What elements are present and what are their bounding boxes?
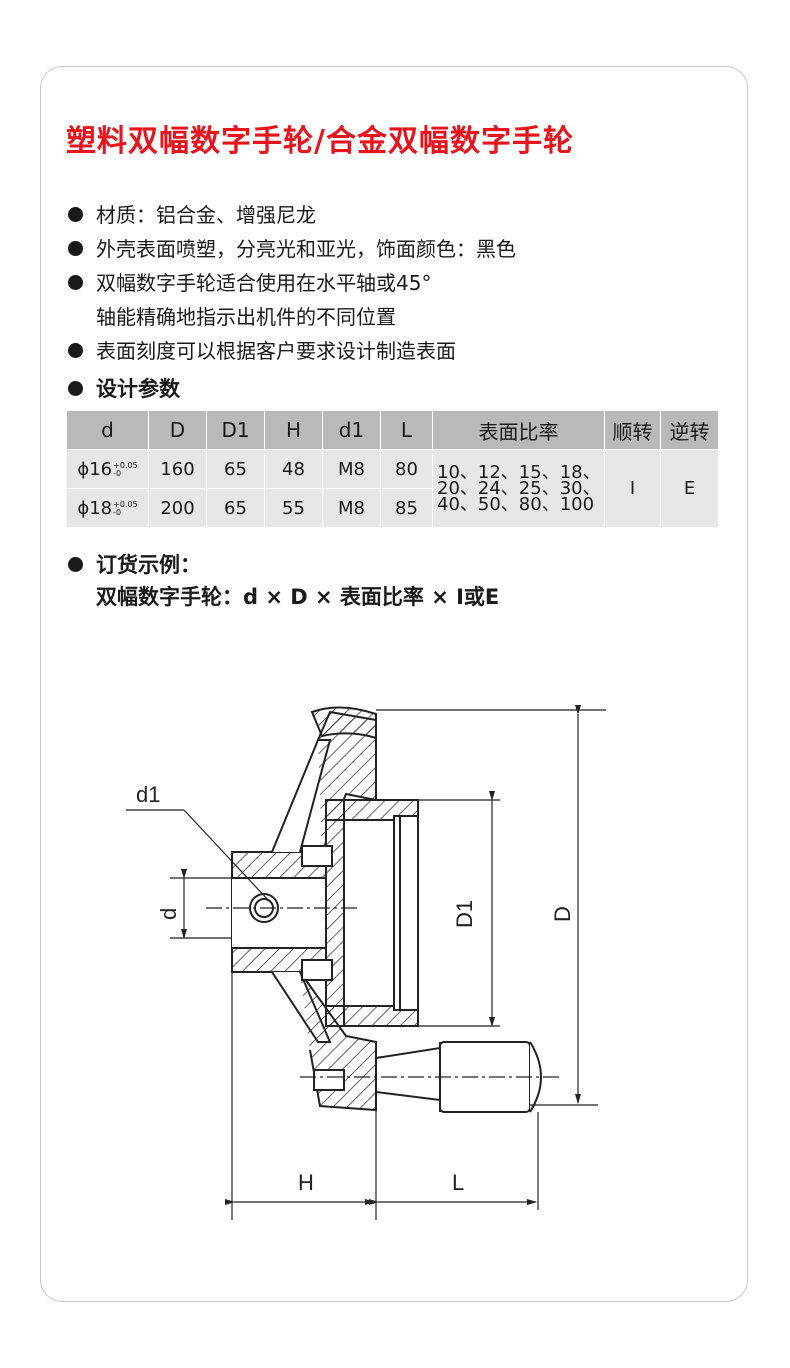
tolerance-lower: -0 — [113, 468, 122, 478]
order-heading: 订货示例： — [96, 553, 201, 577]
ratio-line: 40、50、80、100 — [437, 493, 595, 515]
col-header-cw: 顺转 — [604, 410, 661, 450]
col-header-ccw: 逆转 — [660, 410, 719, 450]
bullet-dot-icon — [68, 275, 83, 290]
table-row: ϕ16+0.05-0 160 65 48 M8 80 10、12、15、18、 … — [66, 449, 719, 528]
feature-item: 材质：铝合金、增强尼龙 — [66, 198, 706, 232]
feature-text-continued: 轴能精确地指示出机件的不同位置 — [96, 305, 396, 329]
label-d1: d1 — [136, 782, 160, 807]
d-value: ϕ16 — [77, 458, 113, 480]
label-d: d — [156, 908, 181, 920]
col-header-D1: D1 — [206, 410, 265, 450]
params-heading: 设计参数 — [66, 374, 180, 404]
tolerance-lower: -0 — [113, 507, 122, 517]
drawing-labels: d1 d D1 D H L — [136, 782, 575, 1195]
technical-drawing: d1 d D1 D H L — [126, 705, 606, 1220]
bullet-dot-icon — [68, 557, 83, 572]
cell-D: 200 — [148, 488, 207, 528]
params-table: d D D1 H d1 L 表面比率 顺转 逆转 ϕ16+0.05-0 160 … — [66, 410, 719, 528]
col-header-ratio: 表面比率 — [432, 410, 605, 450]
cell-d1: M8 — [322, 488, 381, 528]
cell-D: 160 — [148, 449, 207, 489]
cell-d: ϕ16+0.05-0 — [66, 449, 149, 489]
dimension-lines — [126, 705, 606, 1220]
col-header-D: D — [148, 410, 207, 450]
label-L: L — [452, 1170, 464, 1195]
cell-ratio: 10、12、15、18、 20、24、25、30、 40、50、80、100 — [432, 449, 605, 528]
feature-text: 外壳表面喷塑，分亮光和亚光，饰面颜色：黑色 — [96, 237, 516, 261]
feature-text: 材质：铝合金、增强尼龙 — [96, 203, 316, 227]
table-row: ϕ18+0.05-0 200 65 55 M8 85 — [66, 488, 719, 528]
cell-L: 85 — [380, 488, 433, 528]
cell-D1: 65 — [206, 488, 265, 528]
content-card — [40, 66, 748, 1302]
cell-ccw: E — [660, 449, 719, 528]
feature-text: 表面刻度可以根据客户要求设计制造表面 — [96, 339, 456, 363]
label-H: H — [298, 1170, 314, 1195]
feature-item: 双幅数字手轮适合使用在水平轴或45° 轴能精确地指示出机件的不同位置 — [66, 266, 706, 334]
page-title: 塑料双幅数字手轮/合金双幅数字手轮 — [66, 124, 574, 159]
params-heading-text: 设计参数 — [96, 377, 180, 401]
cell-H: 48 — [264, 449, 323, 489]
order-example: 订货示例： 双幅数字手轮：d × D × 表面比率 × I或E — [66, 550, 499, 612]
cell-H: 55 — [264, 488, 323, 528]
col-header-d: d — [66, 410, 149, 450]
cell-L: 80 — [380, 449, 433, 489]
tolerance-upper: +0.05 — [113, 460, 138, 470]
ratio-line: 10、12、15、18、 — [437, 461, 601, 483]
label-D1: D1 — [452, 900, 477, 928]
bullet-dot-icon — [68, 207, 83, 222]
bullet-dot-icon — [68, 241, 83, 256]
tolerance: +0.05-0 — [113, 499, 138, 517]
order-format: 双幅数字手轮：d × D × 表面比率 × I或E — [96, 585, 500, 609]
feature-item: 表面刻度可以根据客户要求设计制造表面 — [66, 334, 706, 368]
tolerance-upper: +0.05 — [113, 499, 138, 509]
cell-cw: I — [604, 449, 661, 528]
feature-text: 双幅数字手轮适合使用在水平轴或45° — [96, 271, 432, 295]
handwheel-outline — [231, 706, 542, 1113]
bullet-dot-icon — [68, 343, 83, 358]
col-header-L: L — [380, 410, 433, 450]
cell-d1: M8 — [322, 449, 381, 489]
col-header-H: H — [264, 410, 323, 450]
cell-D1: 65 — [206, 449, 265, 489]
tolerance: +0.05-0 — [113, 460, 138, 478]
feature-list: 材质：铝合金、增强尼龙 外壳表面喷塑，分亮光和亚光，饰面颜色：黑色 双幅数字手轮… — [66, 198, 706, 368]
col-header-d1: d1 — [322, 410, 381, 450]
table-header-row: d D D1 H d1 L 表面比率 顺转 逆转 — [66, 410, 719, 450]
feature-item: 外壳表面喷塑，分亮光和亚光，饰面颜色：黑色 — [66, 232, 706, 266]
bullet-dot-icon — [68, 381, 83, 396]
ratio-line: 20、24、25、30、 — [437, 477, 601, 499]
cell-d: ϕ18+0.05-0 — [66, 488, 149, 528]
d-value: ϕ18 — [77, 497, 113, 519]
label-D: D — [550, 906, 575, 922]
